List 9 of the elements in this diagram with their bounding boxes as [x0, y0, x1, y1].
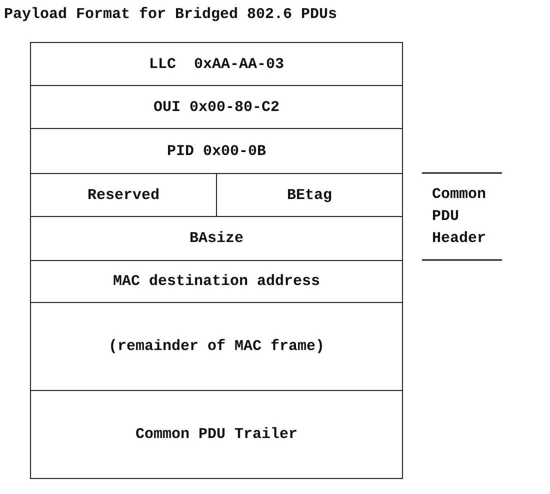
packet-field: BAsize [30, 216, 403, 261]
packet-field: PID 0x00-0B [30, 128, 403, 174]
diagram-title: Payload Format for Bridged 802.6 PDUs [4, 6, 338, 23]
packet-field: OUI 0x00-80-C2 [30, 85, 403, 129]
packet-field: (remainder of MAC frame) [30, 302, 403, 391]
packet-field: LLC 0xAA-AA-03 [30, 42, 403, 86]
annotation-label: Common PDU Header [432, 185, 488, 249]
packet-field: MAC destination address [30, 260, 403, 303]
packet-field: Common PDU Trailer [30, 390, 403, 479]
